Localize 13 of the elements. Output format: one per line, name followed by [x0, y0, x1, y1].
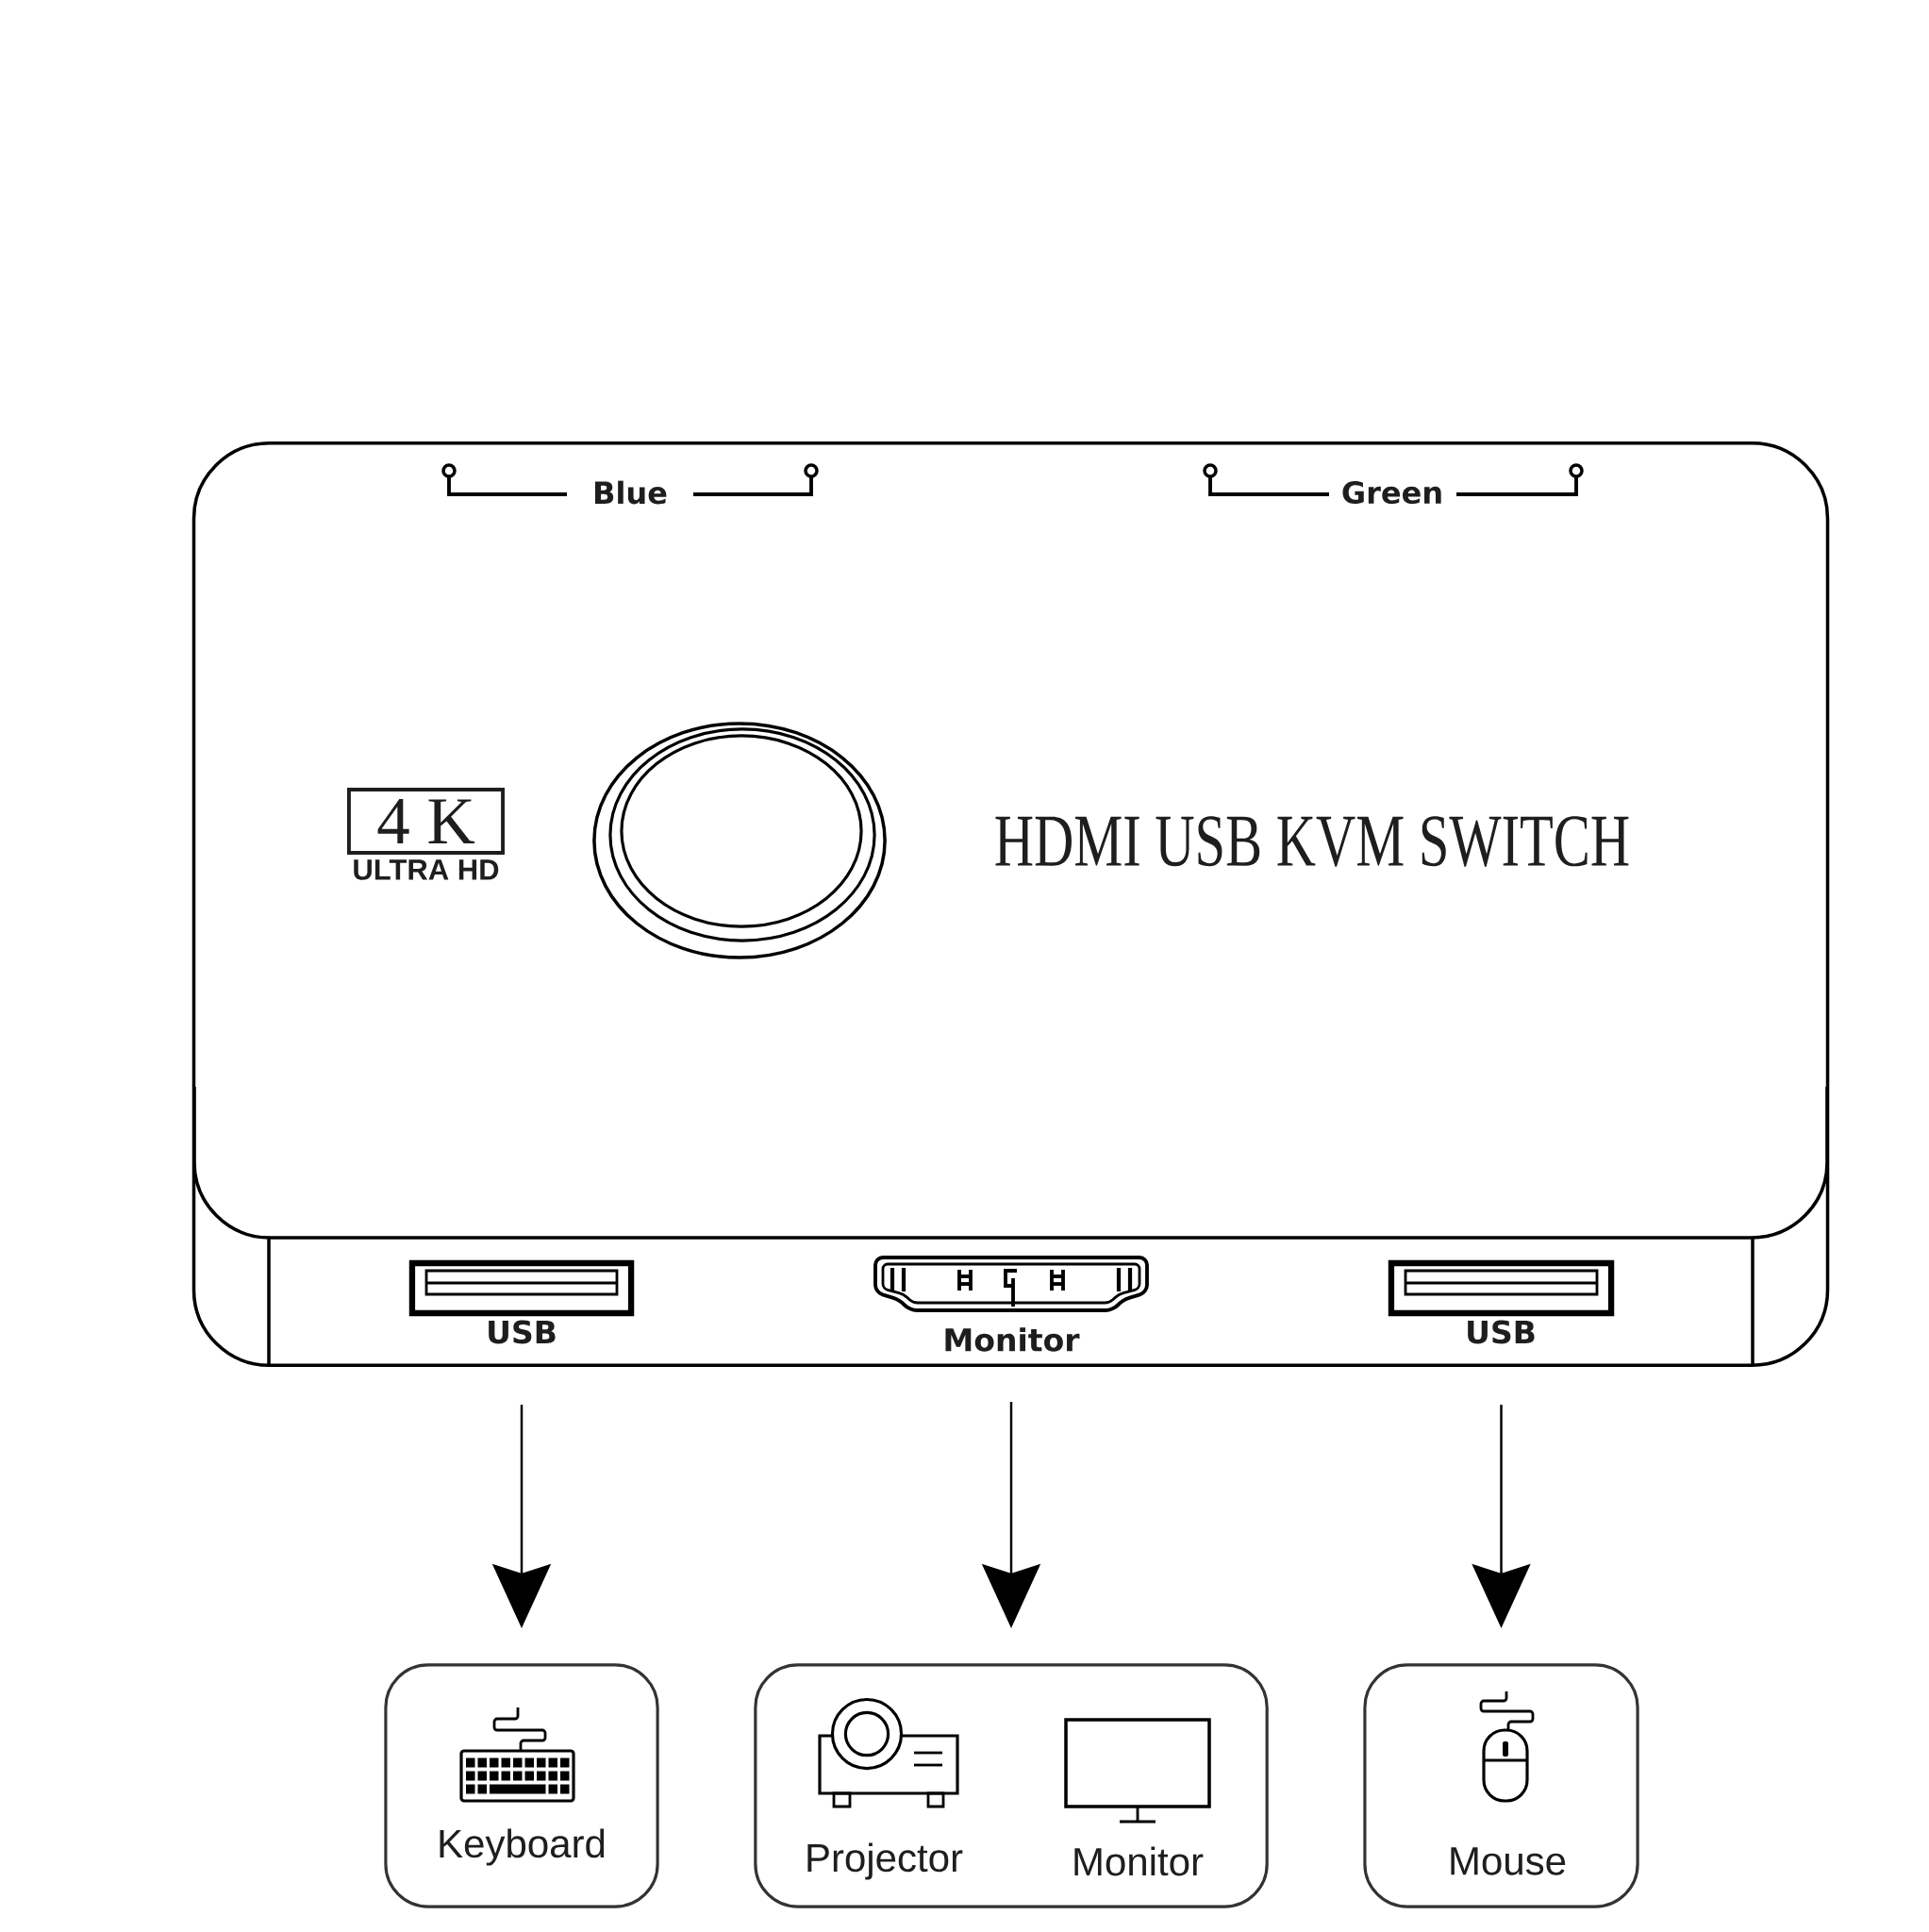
device-card: Keyboard [384, 1663, 659, 1908]
node-label: Projector [807, 1842, 963, 1880]
port-label: USB [489, 1320, 556, 1344]
device-card: Projector Monitor [754, 1663, 1269, 1908]
port-label: USB [1468, 1320, 1535, 1344]
node-label: Monitor [1074, 1846, 1204, 1876]
badge: 4 K [347, 788, 505, 855]
port-label: Monitor [945, 1327, 1080, 1352]
device-card: Mouse [1363, 1663, 1639, 1908]
indicator-label: Blue [595, 480, 667, 505]
indicator-label: Green [1342, 480, 1441, 505]
product-title: HDMI USB KVM SWITCH [995, 816, 1629, 867]
badge-caption: ULTRA HD [354, 859, 499, 880]
